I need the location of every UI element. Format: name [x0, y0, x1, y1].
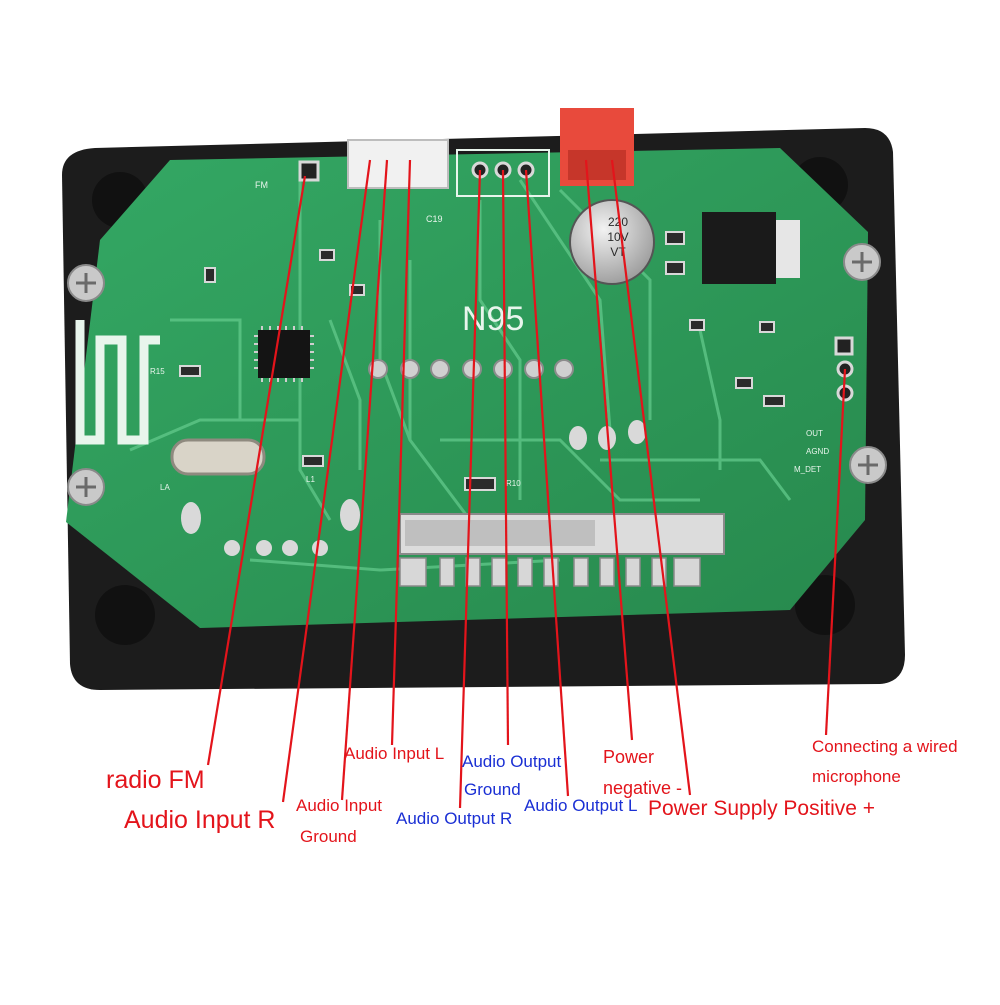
label-audio-output-r: Audio Output R	[396, 809, 513, 828]
chip-pins	[254, 326, 314, 382]
white-connector	[347, 139, 449, 189]
callout-leaders	[206, 159, 847, 809]
pad-fm	[298, 160, 320, 182]
leader-power-negative	[584, 159, 634, 741]
leader-audio-input-r	[281, 159, 372, 803]
voltage-regulator	[702, 212, 776, 284]
main-chip	[258, 330, 310, 378]
crystal-oscillator	[170, 438, 266, 476]
label-audio-output-l: Audio Output L	[524, 796, 638, 815]
sd-card-pins	[399, 557, 701, 587]
case-boss-bottom-right	[795, 575, 855, 635]
antenna-trace	[75, 320, 160, 445]
label-wired-mic-line2: microphone	[812, 767, 901, 786]
label-audio-input-r: Audio Input R	[124, 806, 276, 834]
sd-card-slot-inner	[405, 520, 595, 546]
leader-audio-input-ground	[340, 159, 389, 801]
label-wired-mic-line1: Connecting a wired	[812, 737, 958, 756]
leader-power-positive	[610, 159, 692, 796]
label-power-negative-line1: Power	[603, 747, 655, 767]
leader-audio-output-r	[458, 169, 482, 809]
power-connector-body	[568, 150, 626, 180]
label-audio-output-ground-line1: Audio Output	[462, 752, 562, 771]
leader-audio-input-l	[390, 159, 412, 746]
capacitor-value-2: 10V	[607, 230, 628, 244]
leader-wired-mic	[824, 368, 847, 736]
smd-components	[179, 231, 785, 491]
silk-l1: L1	[306, 475, 315, 484]
middle-pad-row	[368, 359, 574, 379]
silk-r15: R15	[150, 367, 165, 376]
board-model-label: N95	[462, 300, 524, 338]
label-audio-input-l: Audio Input L	[344, 744, 445, 763]
silk-r10: R10	[506, 479, 521, 488]
label-power-negative-line2: negative -	[603, 778, 683, 798]
capacitor-value-1: 220	[608, 215, 628, 229]
screw-top-left	[67, 264, 105, 302]
leader-radio-fm	[206, 175, 307, 766]
solder-joints	[181, 420, 646, 556]
label-audio-input-ground-line1: Audio Input	[296, 796, 383, 815]
silk-c19: C19	[426, 214, 443, 224]
case-boss-bottom-left	[95, 585, 155, 645]
label-audio-output-ground-line2: Ground	[464, 780, 521, 799]
screw-top-right	[843, 243, 881, 281]
silk-pin-agnd: AGND	[806, 447, 829, 456]
label-power-supply-positive: Power Supply Positive +	[648, 797, 876, 820]
pad-mic-1	[834, 336, 854, 356]
silk-fm: FM	[255, 180, 268, 190]
screw-bottom-left	[67, 468, 105, 506]
leader-audio-output-l	[524, 169, 570, 797]
silk-la: LA	[160, 483, 170, 492]
regulator-heatsink	[774, 220, 800, 278]
leader-audio-output-ground	[501, 169, 510, 746]
label-radio-fm: radio FM	[106, 766, 205, 794]
silk-pin-mdet: M_DET	[794, 465, 821, 474]
label-audio-input-ground-line2: Ground	[300, 827, 357, 846]
screw-bottom-right	[849, 446, 887, 484]
silk-pin-out: OUT	[806, 429, 823, 438]
